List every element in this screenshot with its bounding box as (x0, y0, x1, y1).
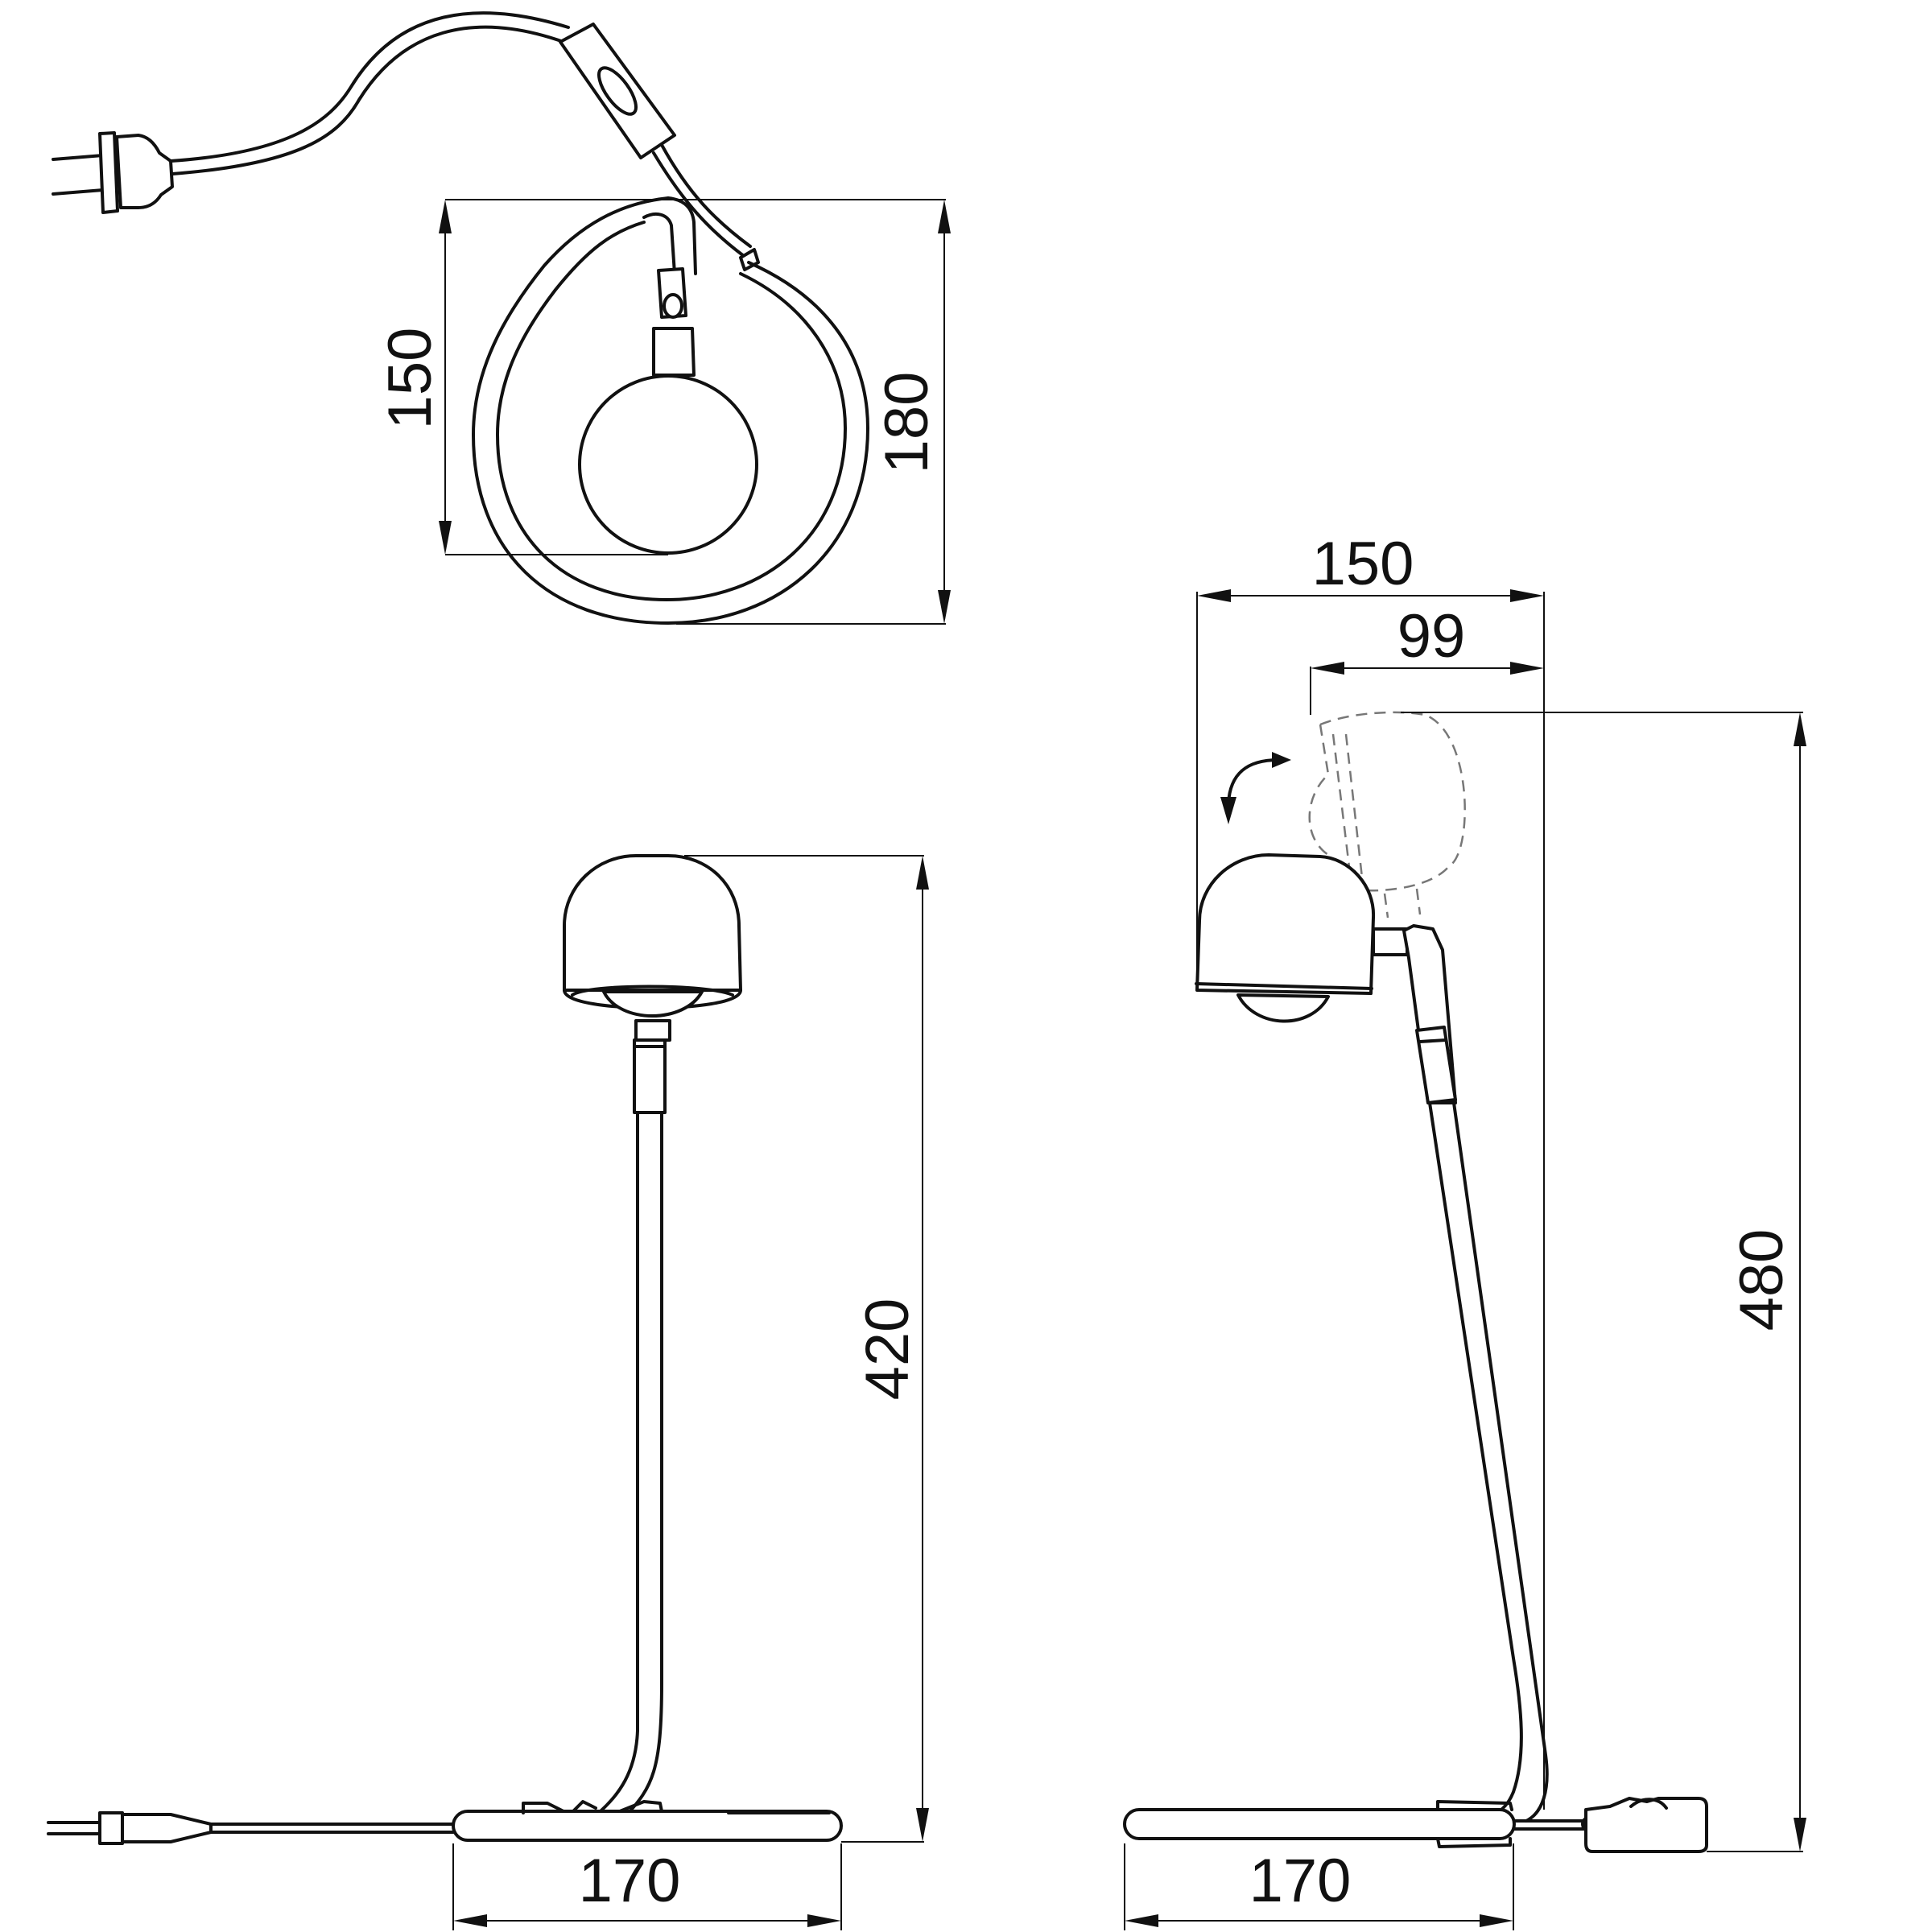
switch-icon (559, 23, 676, 159)
plug-icon (52, 131, 174, 214)
plug-icon (47, 1811, 213, 1845)
front-view: 420 170 (47, 854, 929, 1930)
dim-top-depth: 150 (376, 328, 444, 430)
dim-side-head-offset: 99 (1397, 602, 1466, 671)
side-view: 150 99 480 170 (1123, 530, 1806, 1930)
dim-front-base: 170 (579, 1847, 681, 1915)
dim-side-base: 170 (1249, 1847, 1352, 1915)
rotation-arrow-icon (1220, 752, 1291, 824)
switch-icon (1584, 1797, 1708, 1853)
dim-front-height: 420 (853, 1298, 922, 1401)
top-view: 150 180 (52, 11, 951, 625)
dim-top-width: 180 (873, 372, 941, 474)
dim-side-height: 480 (1728, 1229, 1796, 1331)
dim-side-width: 150 (1312, 530, 1414, 598)
